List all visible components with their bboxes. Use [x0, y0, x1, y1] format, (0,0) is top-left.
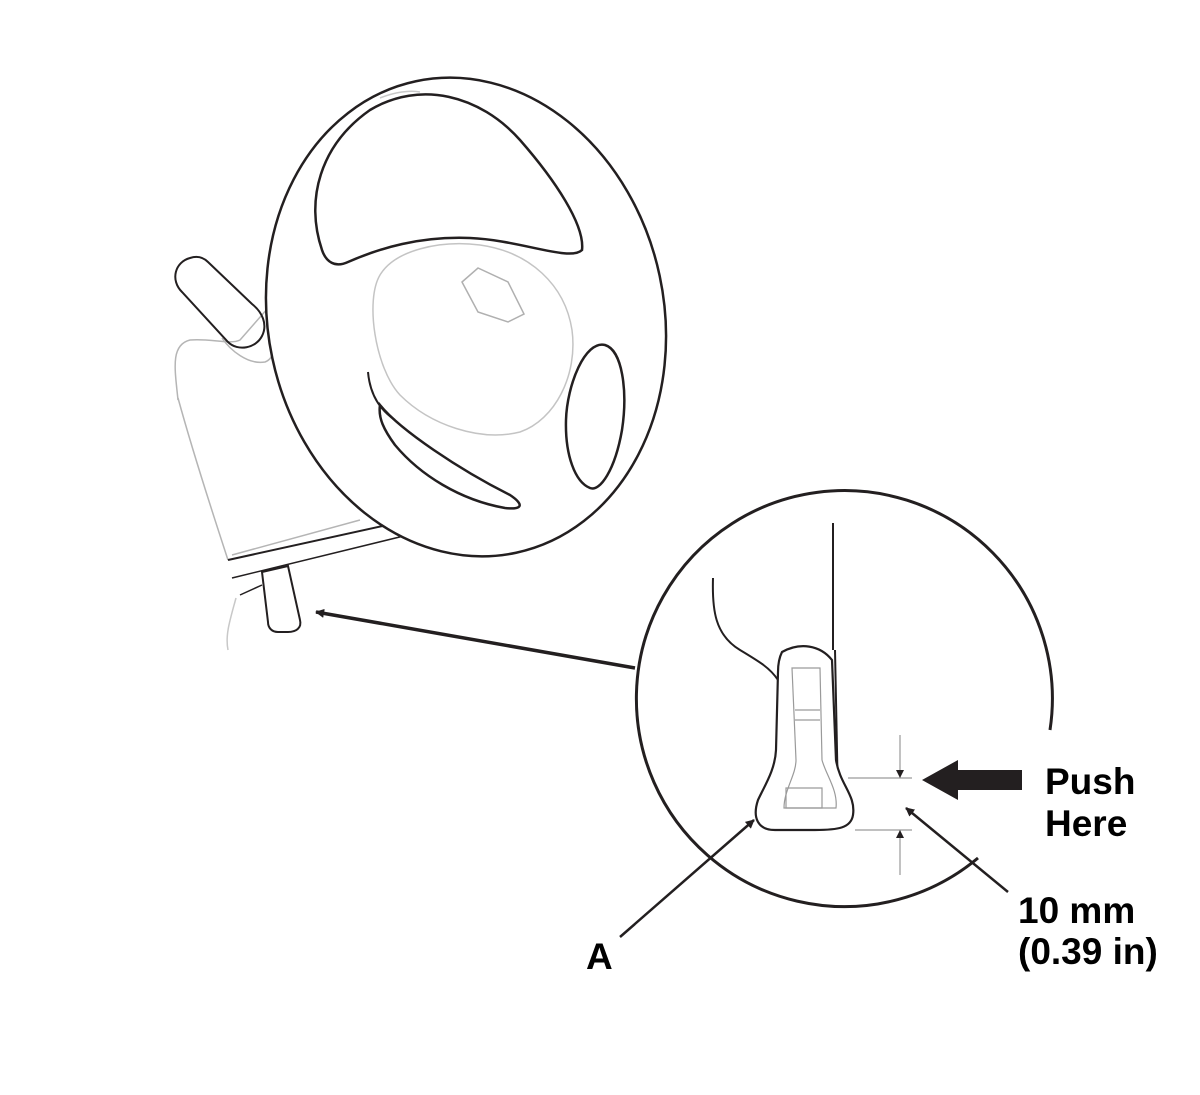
- dimension-tick-bottom: [896, 830, 904, 838]
- leader-line-dimension: [905, 807, 1009, 893]
- combination-stalk: [174, 255, 274, 364]
- horn-emblem: [461, 267, 526, 323]
- detail-pointer-arrow: [315, 608, 636, 670]
- push-arrow-shape: [922, 760, 1022, 800]
- dimension-label-imperial: (0.39 in): [1018, 931, 1158, 972]
- detail-switch-tip: [785, 787, 823, 809]
- wheel-rim-outer: [264, 76, 668, 558]
- stalk-outline: [174, 255, 266, 349]
- wheel-right-opening: [564, 343, 626, 490]
- push-label-line2: Here: [1045, 803, 1128, 844]
- column-cover-lower: [231, 531, 421, 579]
- column-cover-left-edge: [177, 397, 229, 561]
- detail-cover-curve: [711, 577, 779, 681]
- rim-highlight: [379, 90, 421, 99]
- detail-view: [634, 489, 1054, 909]
- column-cover-seam: [231, 519, 361, 556]
- dimension-annotation: [848, 735, 912, 875]
- column-cover-side: [239, 584, 263, 596]
- part-label-a: A: [586, 936, 613, 977]
- wheel-spoke-left: [367, 371, 396, 421]
- detail-switch-outline: [754, 645, 855, 832]
- dimension-tick-top: [896, 770, 904, 778]
- column-cover-underside: [226, 597, 237, 651]
- wheel-lower-opening: [378, 401, 521, 510]
- detail-switch-inner: [783, 667, 837, 809]
- steering-wheel: [264, 76, 668, 558]
- detail-circle: [634, 489, 1054, 909]
- column-switch-body: [260, 564, 302, 633]
- column-cover-outline: [174, 307, 269, 401]
- airbag-hub: [372, 90, 574, 436]
- push-arrow: [922, 760, 1022, 800]
- leader-line-a: [619, 819, 755, 938]
- column-switch: [260, 564, 302, 633]
- airbag-outline: [372, 243, 574, 436]
- dimension-label-metric: 10 mm: [1018, 890, 1136, 931]
- push-label-line1: Push: [1045, 761, 1136, 802]
- wheel-upper-opening: [314, 93, 584, 266]
